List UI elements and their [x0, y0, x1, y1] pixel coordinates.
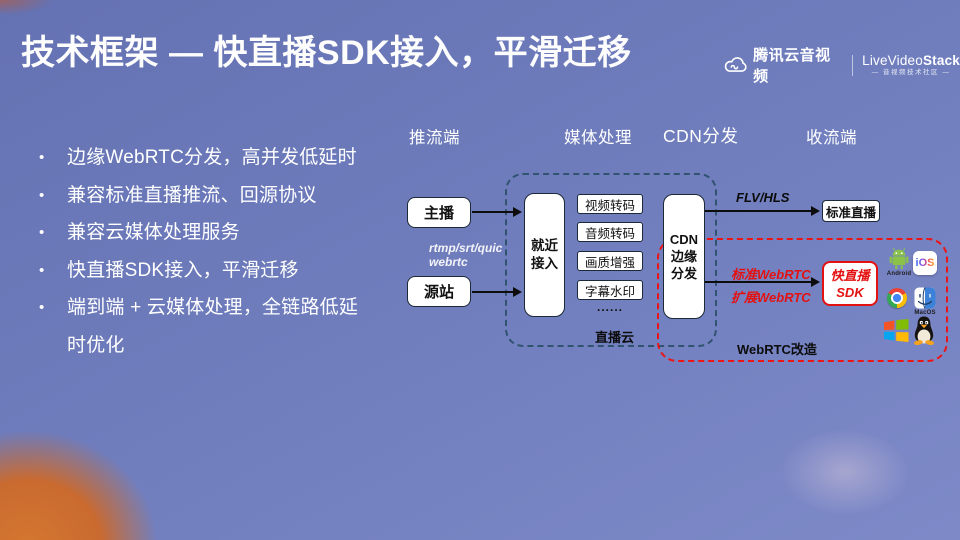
ios-icon: iOS: [915, 257, 935, 269]
macos-label: MacOS: [914, 310, 936, 316]
feature-bullet-list: 边缘WebRTC分发，高并发低延时 兼容标准直播推流、回源协议 兼容云媒体处理服…: [34, 139, 366, 364]
node-media-process: 视频转码: [577, 194, 643, 214]
bullet-item: 快直播SDK接入，平滑迁移: [34, 252, 366, 290]
bullet-item: 端到端 + 云媒体处理，全链路低延时优化: [34, 289, 366, 364]
live-cloud-label: 直播云: [595, 330, 635, 345]
protocol-label: rtmp/srt/quic webrtc: [429, 241, 502, 269]
windows-icon: [884, 319, 909, 342]
android-icon: [889, 247, 909, 270]
extended-webrtc-label: 扩展WebRTC: [731, 290, 811, 305]
node-host: 主播: [407, 197, 471, 228]
node-fast-live-sdk: 快直播 SDK: [822, 261, 878, 306]
linux-tux-icon: [914, 316, 934, 345]
node-media-process: 音频转码: [577, 222, 643, 242]
node-media-process: 画质增强: [577, 251, 643, 271]
lvs-word-2: Stack: [922, 52, 960, 68]
page-title: 技术框架 — 快直播SDK接入，平滑迁移: [21, 34, 632, 72]
brand-divider: [852, 54, 854, 76]
android-platform: Android: [882, 247, 916, 277]
bullet-item: 边缘WebRTC分发，高并发低延时: [34, 139, 366, 177]
android-label: Android: [886, 271, 912, 277]
ellipsis-more: ......: [596, 300, 623, 314]
macos-finder-icon: [914, 287, 936, 309]
cloud-icon: [724, 56, 747, 72]
column-header-media: 媒体处理: [564, 129, 632, 147]
macos-platform: MacOS: [911, 287, 939, 316]
bullet-item: 兼容标准直播推流、回源协议: [34, 177, 366, 215]
live-cloud-dashed-box: [505, 173, 717, 347]
node-cdn-edge: CDN 边缘 分发: [663, 194, 705, 319]
node-standard-live: 标准直播: [822, 200, 880, 222]
flv-hls-label: FLV/HLS: [736, 190, 790, 205]
arrow-cdn-to-standard: [705, 205, 820, 216]
bullet-item: 兼容云媒体处理服务: [34, 214, 366, 252]
protocol-line-1: rtmp/srt/quic: [429, 241, 503, 255]
node-access: 就近 接入: [524, 193, 565, 317]
arrow-host-to-access: [472, 206, 522, 217]
brand-area: 腾讯云音视频 LiveVideoStack — 音视频技术社区 —: [722, 44, 960, 86]
chrome-icon: [887, 288, 907, 308]
livevideostack-logo: LiveVideoStack — 音视频技术社区 —: [862, 54, 960, 77]
protocol-line-2: webrtc: [429, 255, 468, 269]
lvs-tagline: — 音视频技术社区 —: [871, 68, 951, 76]
arrow-origin-to-access: [472, 286, 522, 297]
column-header-cdn: CDN分发: [663, 126, 739, 146]
arrow-cdn-to-sdk: [705, 276, 820, 287]
node-media-process: 字幕水印: [577, 280, 643, 300]
tencent-brand-name: 腾讯云音视频: [753, 47, 831, 85]
tencent-cloud-logo: 腾讯云音视频: [722, 44, 843, 86]
node-origin: 源站: [407, 276, 471, 307]
lvs-word-1: LiveVideo: [862, 52, 923, 68]
standard-webrtc-label: 标准WebRTC: [731, 267, 811, 282]
column-header-push: 推流端: [409, 129, 460, 147]
webrtc-reform-label: WebRTC改造: [737, 342, 817, 357]
webrtc-reform-dashed-box: [657, 238, 948, 362]
column-header-receive: 收流端: [806, 129, 857, 147]
